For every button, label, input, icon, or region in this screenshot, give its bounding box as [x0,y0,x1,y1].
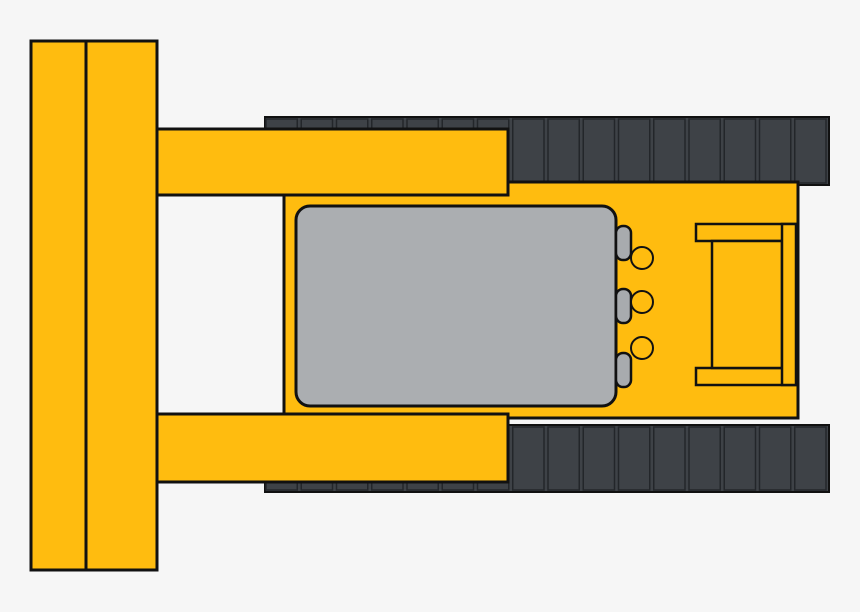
track-segment [758,426,792,491]
exhaust-pipe-icon [614,351,633,389]
rear-bracket-frame [710,239,784,370]
track-segment [653,118,686,184]
exhaust-pipe-icon [614,224,633,262]
blade-back-plate [84,39,159,572]
track-segment [794,118,827,184]
track-segment [723,118,757,184]
track-segment [758,118,792,184]
track-segment [512,118,545,184]
track-segment [688,118,721,184]
track-segment [794,426,827,491]
track-segment [582,426,616,491]
gauge-circles [630,246,654,360]
gauge-circle-icon [630,246,654,270]
track-segment [547,118,580,184]
track-segment [617,118,651,184]
upper-push-arm [148,127,510,197]
exhaust-pipes [614,224,633,389]
track-segment [723,426,757,491]
track-segment [617,426,651,491]
track-segment [653,426,686,491]
track-segment [547,426,580,491]
blade-front-plate [29,39,88,572]
track-segment [512,426,545,491]
rear-bracket [694,222,798,387]
exhaust-pipe-icon [614,287,633,325]
gauge-circle-icon [630,336,654,360]
gauge-circle-icon [630,290,654,314]
track-segment [582,118,616,184]
cab-window [294,204,618,408]
lower-push-arm [148,412,510,484]
rear-bracket-plate [780,222,798,387]
track-segment [688,426,721,491]
